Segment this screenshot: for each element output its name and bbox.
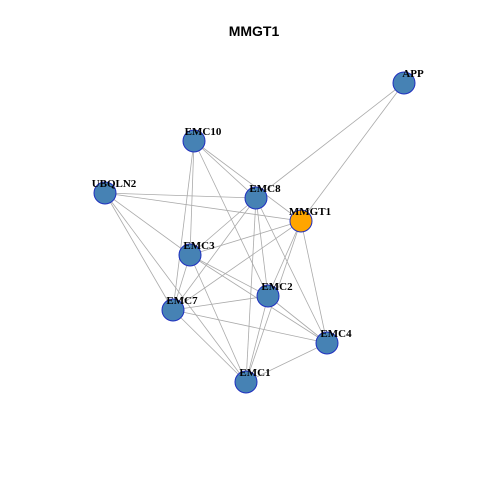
node-label-ubqln2: UBQLN2 <box>92 178 137 190</box>
edge-emc4-emc1 <box>245 342 328 383</box>
node-layer <box>93 71 416 394</box>
node-label-emc7: EMC7 <box>166 295 198 307</box>
node-label-emc8: EMC8 <box>249 183 281 195</box>
edge-emc8-emc3 <box>189 197 257 256</box>
node-ubqln2[interactable] <box>93 181 117 205</box>
edge-emc8-emc4 <box>255 197 328 344</box>
edge-mmgt1-emc2 <box>267 220 302 297</box>
node-app[interactable] <box>392 71 416 95</box>
node-label-mmgt1: MMGT1 <box>289 206 331 218</box>
edge-ubqln2-emc1 <box>104 192 247 383</box>
edge-ubqln2-emc3 <box>104 192 191 256</box>
node-emc10[interactable] <box>182 129 206 153</box>
node-label-app: APP <box>402 68 424 80</box>
edge-emc2-emc7 <box>172 295 269 311</box>
node-emc8[interactable] <box>244 186 268 210</box>
edge-mmgt1-emc7 <box>172 220 302 311</box>
edge-mmgt1-emc3 <box>189 220 302 256</box>
edge-emc8-emc2 <box>255 197 269 297</box>
node-emc7[interactable] <box>161 298 185 322</box>
edge-ubqln2-mmgt1 <box>104 192 302 222</box>
edge-emc3-emc1 <box>189 254 247 383</box>
node-emc1[interactable] <box>234 370 258 394</box>
edge-emc10-emc3 <box>189 140 195 256</box>
node-label-emc1: EMC1 <box>239 367 270 379</box>
node-emc2[interactable] <box>256 284 280 308</box>
edge-emc2-emc4 <box>267 295 328 344</box>
node-emc3[interactable] <box>178 243 202 267</box>
edge-app-mmgt1 <box>300 82 405 222</box>
graph-title: MMGT1 <box>229 23 280 39</box>
edge-ubqln2-emc8 <box>104 192 257 199</box>
edge-mmgt1-emc4 <box>300 220 328 344</box>
edge-emc7-emc4 <box>172 309 328 344</box>
node-label-emc10: EMC10 <box>185 126 222 138</box>
edge-emc7-emc1 <box>172 309 247 383</box>
node-mmgt1[interactable] <box>289 209 313 233</box>
edge-app-emc8 <box>255 82 405 199</box>
edge-emc8-emc1 <box>245 197 257 383</box>
edge-emc2-emc1 <box>245 295 269 383</box>
node-label-emc2: EMC2 <box>261 281 293 293</box>
edge-emc10-emc2 <box>193 140 269 297</box>
edge-emc10-emc8 <box>193 140 257 199</box>
edge-ubqln2-emc7 <box>104 192 174 311</box>
node-emc4[interactable] <box>315 331 339 355</box>
edge-emc3-emc2 <box>189 254 269 297</box>
edge-emc10-mmgt1 <box>193 140 302 222</box>
edge-emc10-emc7 <box>172 140 195 311</box>
node-label-emc3: EMC3 <box>183 240 215 252</box>
edge-emc8-emc7 <box>172 197 257 311</box>
node-label-emc4: EMC4 <box>320 328 352 340</box>
